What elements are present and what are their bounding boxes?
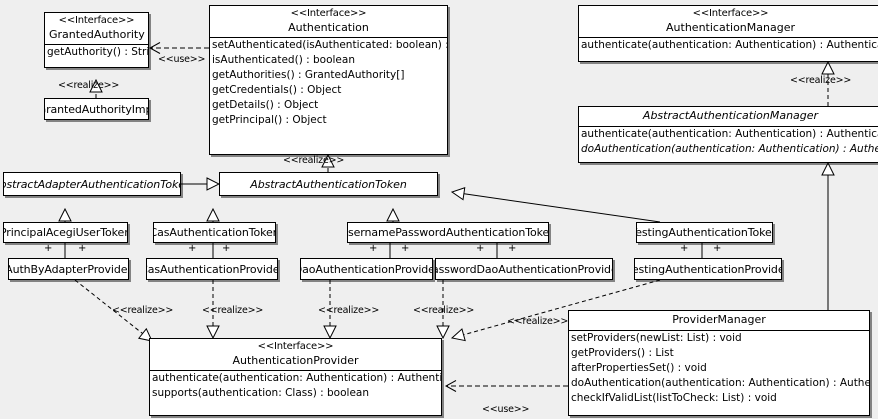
class-header: <<Interface>> AuthenticationProvider bbox=[150, 339, 441, 370]
edge-generalize-testing-authentication-token bbox=[452, 192, 661, 223]
assoc-plus-label: + bbox=[401, 243, 410, 254]
class-box-provider-manager[interactable]: ProviderManager setProviders(newList: Li… bbox=[568, 310, 870, 416]
class-box-abstract-adapter-authentication-token[interactable]: AbstractAdapterAuthenticationToken bbox=[3, 172, 181, 196]
stereotype-label: <<Interface>> bbox=[257, 341, 334, 352]
edge-label-realize-password-dao-authentication-provider: <<realize>> bbox=[413, 305, 475, 316]
assoc-plus-label: + bbox=[476, 243, 485, 254]
class-header: <<Interface>> GrantedAuthority bbox=[45, 13, 148, 44]
class-box-abstract-authentication-token[interactable]: AbstractAuthenticationToken bbox=[219, 172, 438, 196]
operation-row: authenticate(authentication: Authenticat… bbox=[581, 127, 878, 140]
class-name: TestingAuthenticationProvider bbox=[634, 262, 782, 276]
compartment-divider bbox=[45, 44, 148, 46]
class-name: AbstractAuthenticationToken bbox=[250, 177, 407, 191]
class-name: AbstractAdapterAuthenticationToken bbox=[4, 177, 180, 191]
operation-row: getAuthorities() : GrantedAuthority[] bbox=[212, 69, 405, 82]
assoc-plus-label: + bbox=[369, 243, 378, 254]
operation-row: doAuthentication(authentication: Authent… bbox=[581, 142, 878, 155]
assoc-plus-label: + bbox=[222, 243, 231, 254]
assoc-plus-label: + bbox=[44, 243, 53, 254]
class-name: CasAuthenticationProvider bbox=[146, 262, 278, 276]
class-name: AuthenticationManager bbox=[666, 20, 795, 34]
class-name: GrantedAuthorityImpl bbox=[45, 102, 148, 116]
class-name: CasAuthenticationToken bbox=[153, 226, 276, 239]
stereotype-label: <<Interface>> bbox=[692, 8, 769, 19]
edge-label-realize-authentication-manager: <<realize>> bbox=[790, 75, 852, 86]
class-box-dao-authentication-provider[interactable]: DaoAuthenticationProvider bbox=[300, 258, 433, 280]
edge-label-use-provider-manager: <<use>> bbox=[482, 404, 530, 415]
operations-compartment: getAuthority() : String bbox=[45, 45, 148, 60]
class-box-testing-authentication-token[interactable]: TestingAuthenticationToken bbox=[636, 222, 773, 243]
class-name: PasswordDaoAuthenticationProvider bbox=[435, 262, 613, 276]
class-box-authentication-provider[interactable]: <<Interface>> AuthenticationProvider aut… bbox=[149, 338, 442, 416]
operations-compartment: authenticate(authentication: Authenticat… bbox=[579, 127, 878, 157]
stereotype-label: <<Interface>> bbox=[58, 15, 135, 26]
class-name: GrantedAuthority bbox=[49, 27, 145, 41]
assoc-plus-label: + bbox=[188, 243, 197, 254]
operation-row: setAuthenticated(isAuthenticated: boolea… bbox=[212, 39, 447, 52]
edge-label-realize-granted-authority-impl: <<realize>> bbox=[58, 80, 120, 91]
edge-label-realize-dao-authentication-provider: <<realize>> bbox=[318, 305, 380, 316]
class-box-principal-acegi-user-token[interactable]: PrincipalAcegiUserToken bbox=[3, 222, 128, 243]
assoc-plus-label: + bbox=[508, 243, 517, 254]
assoc-plus-label: + bbox=[713, 243, 722, 254]
class-name: AuthByAdapterProvider bbox=[8, 262, 129, 276]
class-box-username-password-authentication-token[interactable]: UsernamePasswordAuthenticationToken bbox=[347, 222, 549, 243]
operations-compartment: setAuthenticated(isAuthenticated: boolea… bbox=[210, 38, 447, 128]
operation-row: authenticate(authentication: Authenticat… bbox=[152, 372, 442, 385]
operations-compartment: authenticate(authentication: Authenticat… bbox=[150, 371, 441, 401]
operations-compartment: setProviders(newList: List) : void getPr… bbox=[569, 331, 869, 406]
operation-row: doAuthentication(authentication: Authent… bbox=[571, 376, 870, 389]
edge-label-realize-testing-authentication-provider: <<realize>> bbox=[507, 316, 569, 327]
class-name: AbstractAuthenticationManager bbox=[642, 109, 819, 122]
class-box-testing-authentication-provider[interactable]: TestingAuthenticationProvider bbox=[634, 258, 782, 280]
class-header: <<Interface>> Authentication bbox=[210, 6, 447, 37]
class-header: <<Interface>> AuthenticationManager bbox=[579, 6, 878, 37]
operation-row: checkIfValidList(listToCheck: List) : vo… bbox=[571, 391, 777, 404]
class-box-password-dao-authentication-provider[interactable]: PasswordDaoAuthenticationProvider bbox=[435, 258, 613, 280]
edge-label-realize-auth-by-adapter-provider: <<realize>> bbox=[112, 305, 174, 316]
assoc-plus-label: + bbox=[680, 243, 689, 254]
compartment-divider bbox=[579, 125, 878, 127]
class-name: AuthenticationProvider bbox=[232, 353, 359, 367]
operation-row: isAuthenticated() : boolean bbox=[212, 54, 355, 67]
compartment-divider bbox=[210, 37, 447, 39]
class-box-granted-authority-impl[interactable]: GrantedAuthorityImpl bbox=[44, 98, 149, 120]
operation-row: getDetails() : Object bbox=[212, 99, 319, 112]
operations-compartment: authenticate(authentication: Authenticat… bbox=[579, 38, 878, 53]
compartment-divider bbox=[579, 37, 878, 39]
class-box-cas-authentication-provider[interactable]: CasAuthenticationProvider bbox=[146, 258, 278, 280]
class-name: TestingAuthenticationToken bbox=[636, 226, 773, 239]
operation-row: setProviders(newList: List) : void bbox=[571, 331, 742, 344]
class-box-granted-authority[interactable]: <<Interface>> GrantedAuthority getAuthor… bbox=[44, 12, 149, 68]
class-name: Authentication bbox=[288, 20, 369, 34]
class-name: PrincipalAcegiUserToken bbox=[3, 226, 128, 239]
class-name: DaoAuthenticationProvider bbox=[300, 262, 433, 276]
edge-label-use-granted-authority: <<use>> bbox=[158, 54, 206, 65]
class-header: ProviderManager bbox=[569, 311, 869, 330]
edge-label-realize-cas-authentication-provider: <<realize>> bbox=[202, 305, 264, 316]
class-box-abstract-authentication-manager[interactable]: AbstractAuthenticationManager authentica… bbox=[578, 106, 878, 163]
operation-row: getPrincipal() : Object bbox=[212, 114, 327, 127]
operation-row: getProviders() : List bbox=[571, 346, 674, 359]
operation-row: afterPropertiesSet() : void bbox=[571, 361, 707, 374]
operation-row: getAuthority() : String bbox=[47, 46, 149, 59]
assoc-plus-label: + bbox=[78, 243, 87, 254]
compartment-divider bbox=[150, 370, 441, 372]
operation-row: getCredentials() : Object bbox=[212, 84, 342, 97]
class-box-authentication[interactable]: <<Interface>> Authentication setAuthenti… bbox=[209, 5, 448, 155]
operation-row: authenticate(authentication: Authenticat… bbox=[581, 39, 878, 52]
class-header: AbstractAuthenticationManager bbox=[579, 107, 878, 126]
class-name: UsernamePasswordAuthenticationToken bbox=[347, 226, 549, 239]
class-name: ProviderManager bbox=[672, 313, 766, 326]
class-box-auth-by-adapter-provider[interactable]: AuthByAdapterProvider bbox=[8, 258, 129, 280]
operation-row: supports(authentication: Class) : boolea… bbox=[152, 387, 369, 400]
class-box-authentication-manager[interactable]: <<Interface>> AuthenticationManager auth… bbox=[578, 5, 878, 62]
stereotype-label: <<Interface>> bbox=[290, 8, 367, 19]
class-box-cas-authentication-token[interactable]: CasAuthenticationToken bbox=[153, 222, 276, 243]
edge-label-realize-abstract-authentication-token: <<realize>> bbox=[283, 155, 345, 166]
compartment-divider bbox=[569, 329, 869, 331]
